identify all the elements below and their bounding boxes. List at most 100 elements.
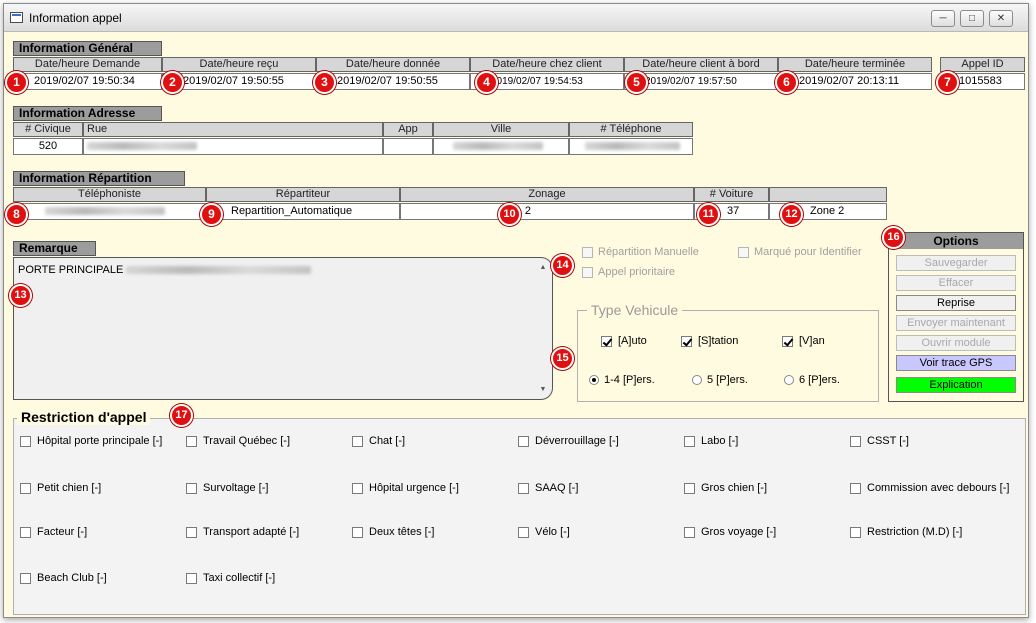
restriction-checkbox[interactable]	[850, 483, 861, 494]
callout-badge-16: 16	[882, 226, 905, 249]
van-checkbox[interactable]	[782, 336, 793, 347]
header-zone-blank	[769, 187, 887, 202]
pers-5-label: 5 [P]ers.	[707, 374, 748, 386]
restriction-checkbox[interactable]	[518, 436, 529, 447]
restriction-appel-group	[13, 418, 1026, 615]
restriction-label: Hôpital urgence [-]	[369, 482, 459, 494]
callout-badge-14: 14	[551, 254, 574, 277]
value-ville	[433, 138, 569, 155]
value-appel-id: 1015583	[940, 73, 1025, 90]
marque-identifier-label: Marqué pour Identifier	[754, 246, 862, 258]
title-bar: Information appel ─ □ ✕	[4, 4, 1028, 32]
remarque-scrollbar[interactable]: ▲ ▼	[536, 260, 550, 397]
scroll-down-icon[interactable]: ▼	[539, 386, 547, 393]
sauvegarder-button[interactable]: Sauvegarder	[896, 255, 1016, 271]
restriction-checkbox[interactable]	[20, 527, 31, 538]
header-repartiteur: Répartiteur	[206, 187, 400, 202]
restriction-label: Commission avec debours [-]	[867, 482, 1010, 494]
header-date-recu: Date/heure reçu	[162, 57, 316, 72]
header-civique: # Civique	[13, 122, 83, 137]
restriction-label: Restriction (M.D) [-]	[867, 526, 963, 538]
callout-badge-3: 3	[313, 71, 336, 94]
value-date-donnee: 2019/02/07 19:50:55	[316, 73, 470, 90]
effacer-button[interactable]: Effacer	[896, 275, 1016, 291]
callout-badge-10: 10	[498, 203, 521, 226]
restriction-label: Chat [-]	[369, 435, 406, 447]
appel-prioritaire-label: Appel prioritaire	[598, 266, 676, 278]
value-repartiteur: Repartition_Automatique	[206, 203, 400, 220]
header-date-chez-client: Date/heure chez client	[470, 57, 624, 72]
reprise-button[interactable]: Reprise	[896, 295, 1016, 311]
repartition-manuelle-label: Répartition Manuelle	[598, 246, 699, 258]
callout-badge-8: 8	[5, 203, 28, 226]
restriction-checkbox[interactable]	[186, 436, 197, 447]
section-information-repartition: Information Répartition	[13, 171, 185, 186]
header-app: App	[383, 122, 433, 137]
explication-button[interactable]: Explication	[896, 377, 1016, 393]
restriction-label: Taxi collectif [-]	[203, 572, 276, 584]
value-date-demande: 2019/02/07 19:50:34	[13, 73, 162, 90]
repartition-manuelle-checkbox[interactable]	[582, 247, 593, 258]
auto-checkbox[interactable]	[601, 336, 612, 347]
restriction-checkbox[interactable]	[684, 436, 695, 447]
value-date-recu: 2019/02/07 19:50:55	[162, 73, 316, 90]
station-checkbox[interactable]	[681, 336, 692, 347]
restriction-checkbox[interactable]	[684, 527, 695, 538]
restriction-checkbox[interactable]	[850, 436, 861, 447]
pers-5-radio[interactable]	[692, 375, 702, 385]
ouvrir-module-button[interactable]: Ouvrir module	[896, 335, 1016, 351]
value-telephone	[569, 138, 693, 155]
close-icon: ✕	[996, 13, 1006, 24]
window-app-icon	[10, 12, 23, 23]
header-telephone: # Téléphone	[569, 122, 693, 137]
callout-badge-15: 15	[551, 347, 574, 370]
marque-identifier-checkbox[interactable]	[738, 247, 749, 258]
header-date-donnee: Date/heure donnée	[316, 57, 470, 72]
restriction-checkbox[interactable]	[518, 527, 529, 538]
restriction-checkbox[interactable]	[850, 527, 861, 538]
callout-badge-11: 11	[697, 203, 720, 226]
restriction-checkbox[interactable]	[352, 527, 363, 538]
restriction-label: Hôpital porte principale [-]	[37, 435, 163, 447]
restriction-label: Transport adapté [-]	[203, 526, 300, 538]
redacted-telephoniste	[45, 207, 165, 216]
restriction-checkbox[interactable]	[352, 483, 363, 494]
restriction-label: Gros voyage [-]	[701, 526, 777, 538]
restriction-label: SAAQ [-]	[535, 482, 579, 494]
header-appel-id: Appel ID	[940, 57, 1025, 72]
envoyer-maintenant-button[interactable]: Envoyer maintenant	[896, 315, 1016, 331]
pers-1-4-radio[interactable]	[589, 375, 599, 385]
restriction-checkbox[interactable]	[20, 483, 31, 494]
scroll-up-icon[interactable]: ▲	[539, 264, 547, 271]
callout-badge-4: 4	[475, 71, 498, 94]
auto-label: [A]uto	[618, 335, 647, 347]
minimize-button[interactable]: ─	[931, 10, 955, 27]
redacted-remarque	[126, 266, 312, 275]
appel-prioritaire-checkbox[interactable]	[582, 267, 593, 278]
restriction-checkbox[interactable]	[684, 483, 695, 494]
restriction-checkbox[interactable]	[186, 483, 197, 494]
voir-trace-gps-button[interactable]: Voir trace GPS	[896, 355, 1016, 371]
restriction-checkbox[interactable]	[518, 483, 529, 494]
value-rue	[83, 138, 383, 155]
value-civique: 520	[13, 138, 83, 155]
pers-6-radio[interactable]	[784, 375, 794, 385]
maximize-button[interactable]: □	[960, 10, 984, 27]
restriction-checkbox[interactable]	[352, 436, 363, 447]
remarque-textarea[interactable]: PORTE PRINCIPALE ▲ ▼	[13, 257, 553, 400]
restriction-checkbox[interactable]	[186, 527, 197, 538]
close-button[interactable]: ✕	[989, 10, 1013, 27]
header-date-terminee: Date/heure terminée	[778, 57, 932, 72]
restriction-checkbox[interactable]	[186, 573, 197, 584]
redacted-ville	[453, 142, 543, 151]
restriction-appel-title: Restriction d'appel	[17, 409, 151, 425]
value-date-terminee: 2019/02/07 20:13:11	[778, 73, 932, 90]
restriction-checkbox[interactable]	[20, 436, 31, 447]
restriction-checkbox[interactable]	[20, 573, 31, 584]
pers-6-label: 6 [P]ers.	[799, 374, 840, 386]
callout-badge-12: 12	[780, 203, 803, 226]
callout-badge-17: 17	[170, 404, 193, 427]
callout-badge-6: 6	[775, 71, 798, 94]
restriction-label: Deux têtes [-]	[369, 526, 435, 538]
header-rue: Rue	[83, 122, 383, 137]
